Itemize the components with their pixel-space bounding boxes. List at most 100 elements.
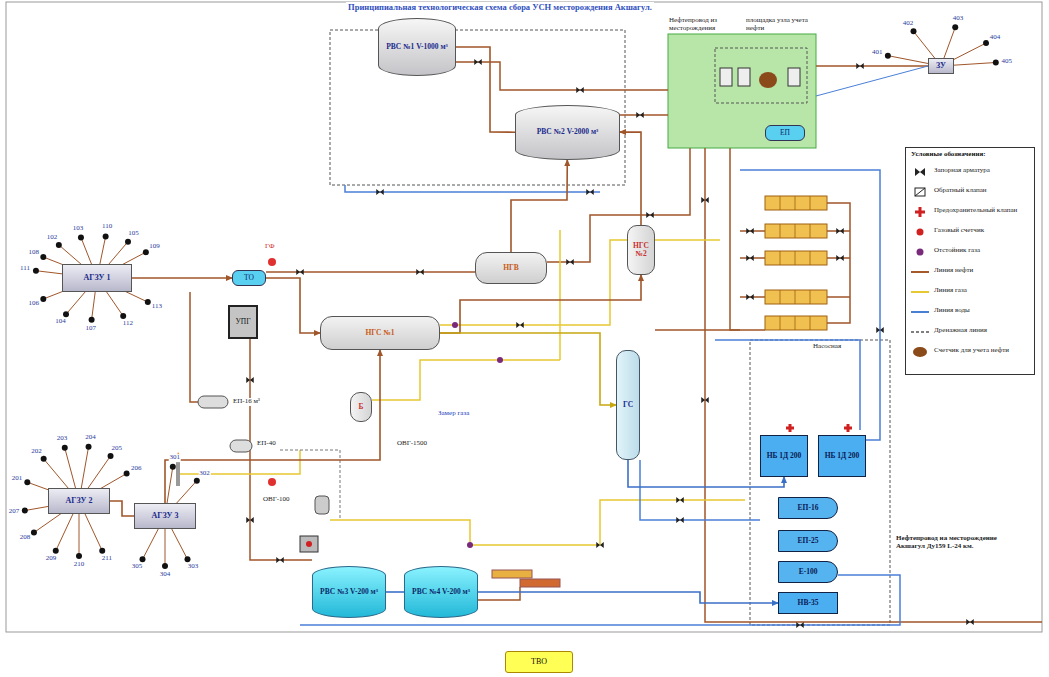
storage-tank: РВС №3 V-200 м³ (312, 566, 386, 618)
small-vessel (198, 396, 228, 408)
heater (765, 316, 827, 330)
legend-sample (910, 286, 930, 298)
text-label: Нефтепровод из месторождения (668, 17, 742, 32)
well-number: 405 (1000, 58, 1013, 66)
diagram-title-row: Принципиальная технологическая схема сбо… (240, 2, 760, 12)
well-symbol (185, 556, 191, 562)
legend-label: Обратный клапан (934, 187, 1032, 195)
well-number: 102 (46, 234, 59, 242)
well-number: 205 (111, 445, 124, 453)
pipe-connector (440, 275, 641, 333)
well-number: 204 (84, 434, 97, 442)
well-number: 403 (952, 15, 965, 23)
well-number: 104 (54, 318, 67, 326)
legend-label: Линия воды (934, 307, 1032, 315)
valve (586, 189, 594, 195)
legend-label: Предохранительный клапан (934, 207, 1032, 215)
vessel: НГВ (475, 252, 547, 284)
flare-stack (176, 462, 180, 486)
vessel: ЕП-16 (778, 497, 838, 519)
well-number: 107 (84, 325, 97, 333)
gas-meter (268, 478, 276, 486)
water-pipe (740, 170, 880, 440)
well-number: 201 (11, 475, 24, 483)
well-number: 209 (45, 555, 58, 563)
legend-sample (910, 246, 930, 258)
well-symbol (103, 233, 109, 239)
well-number: 301 (168, 454, 181, 462)
vessel-label: ЕП (780, 129, 790, 137)
unit-box-label: УПГ (235, 318, 250, 326)
storage-tank: РВС №1 V-1000 м³ (378, 18, 456, 76)
legend-sample (910, 206, 930, 218)
line-sample (911, 311, 929, 313)
oil-pipe (730, 148, 765, 330)
gas-separator-symbol (467, 542, 473, 548)
heater (765, 224, 827, 238)
well-symbol (24, 479, 30, 485)
well-symbol (78, 234, 84, 240)
well-number: 202 (30, 448, 43, 456)
well-symbol (40, 254, 46, 260)
pipe-connector (386, 591, 404, 593)
legend-label: Линия нефти (934, 267, 1032, 275)
valve (576, 87, 584, 93)
area-outline (715, 48, 807, 103)
vessel-label: НВ-35 (798, 599, 819, 607)
separator-vessel: НГС №1 (320, 316, 440, 350)
text-label: ОВГ-100 (262, 496, 291, 504)
valve (836, 228, 844, 234)
legend-label: Счетчик для учета нефти (934, 347, 1032, 355)
pipe-connector (440, 333, 616, 405)
heat-exchanger: ТО (232, 270, 266, 286)
metering-unit-label: АГЗУ 3 (152, 512, 179, 521)
gas-separator-symbol (497, 357, 503, 363)
well-number: 207 (8, 508, 21, 516)
well-symbol (140, 556, 146, 562)
gas-pipe (440, 240, 628, 325)
valve (746, 228, 754, 234)
well-number: 106 (28, 300, 41, 308)
valve (376, 189, 384, 195)
line-sample (911, 271, 929, 273)
text-label: площадка узла учета нефти (745, 17, 819, 32)
pipe-connector (266, 278, 320, 333)
well-symbol (89, 317, 95, 323)
oil-pipe (816, 65, 928, 67)
oil-pipe (705, 148, 1042, 622)
area-outline (750, 340, 890, 625)
metering-unit: АГЗУ 3 (134, 503, 196, 529)
legend-box (905, 147, 1035, 375)
metering-unit: АГЗУ 1 (62, 264, 132, 292)
well-symbol (62, 445, 68, 451)
pump-unit-label: НБ 1Д 200 (767, 452, 802, 460)
gas-meter (268, 258, 276, 266)
small-vessel (315, 496, 329, 514)
well-number: 112 (122, 320, 134, 328)
well-number: 206 (130, 465, 143, 473)
storage-tank-label: РВС №4 V-200 м³ (412, 588, 470, 596)
text-label: ЕП-16 м³ (232, 398, 261, 406)
valve (246, 517, 254, 523)
gas-meter-symbol (917, 229, 924, 236)
meter-symbol (738, 68, 750, 86)
gas-meter (306, 541, 312, 547)
vessel-label: ЕП-25 (798, 537, 819, 545)
vessel: Е-100 (778, 561, 838, 583)
gas-pipe (330, 500, 745, 545)
well-symbol (63, 311, 69, 317)
valve (646, 212, 654, 218)
small-vessel (230, 440, 252, 452)
legend-sample (910, 226, 930, 238)
valve (596, 542, 604, 548)
vessel: НВ-35 (778, 592, 838, 614)
vessel: ГС (616, 350, 640, 460)
valve (836, 255, 844, 261)
valve (746, 255, 754, 261)
valve (636, 112, 644, 118)
oil-meter-symbol (913, 347, 927, 357)
button: ТВО (505, 651, 573, 673)
well-number: 304 (159, 571, 172, 579)
